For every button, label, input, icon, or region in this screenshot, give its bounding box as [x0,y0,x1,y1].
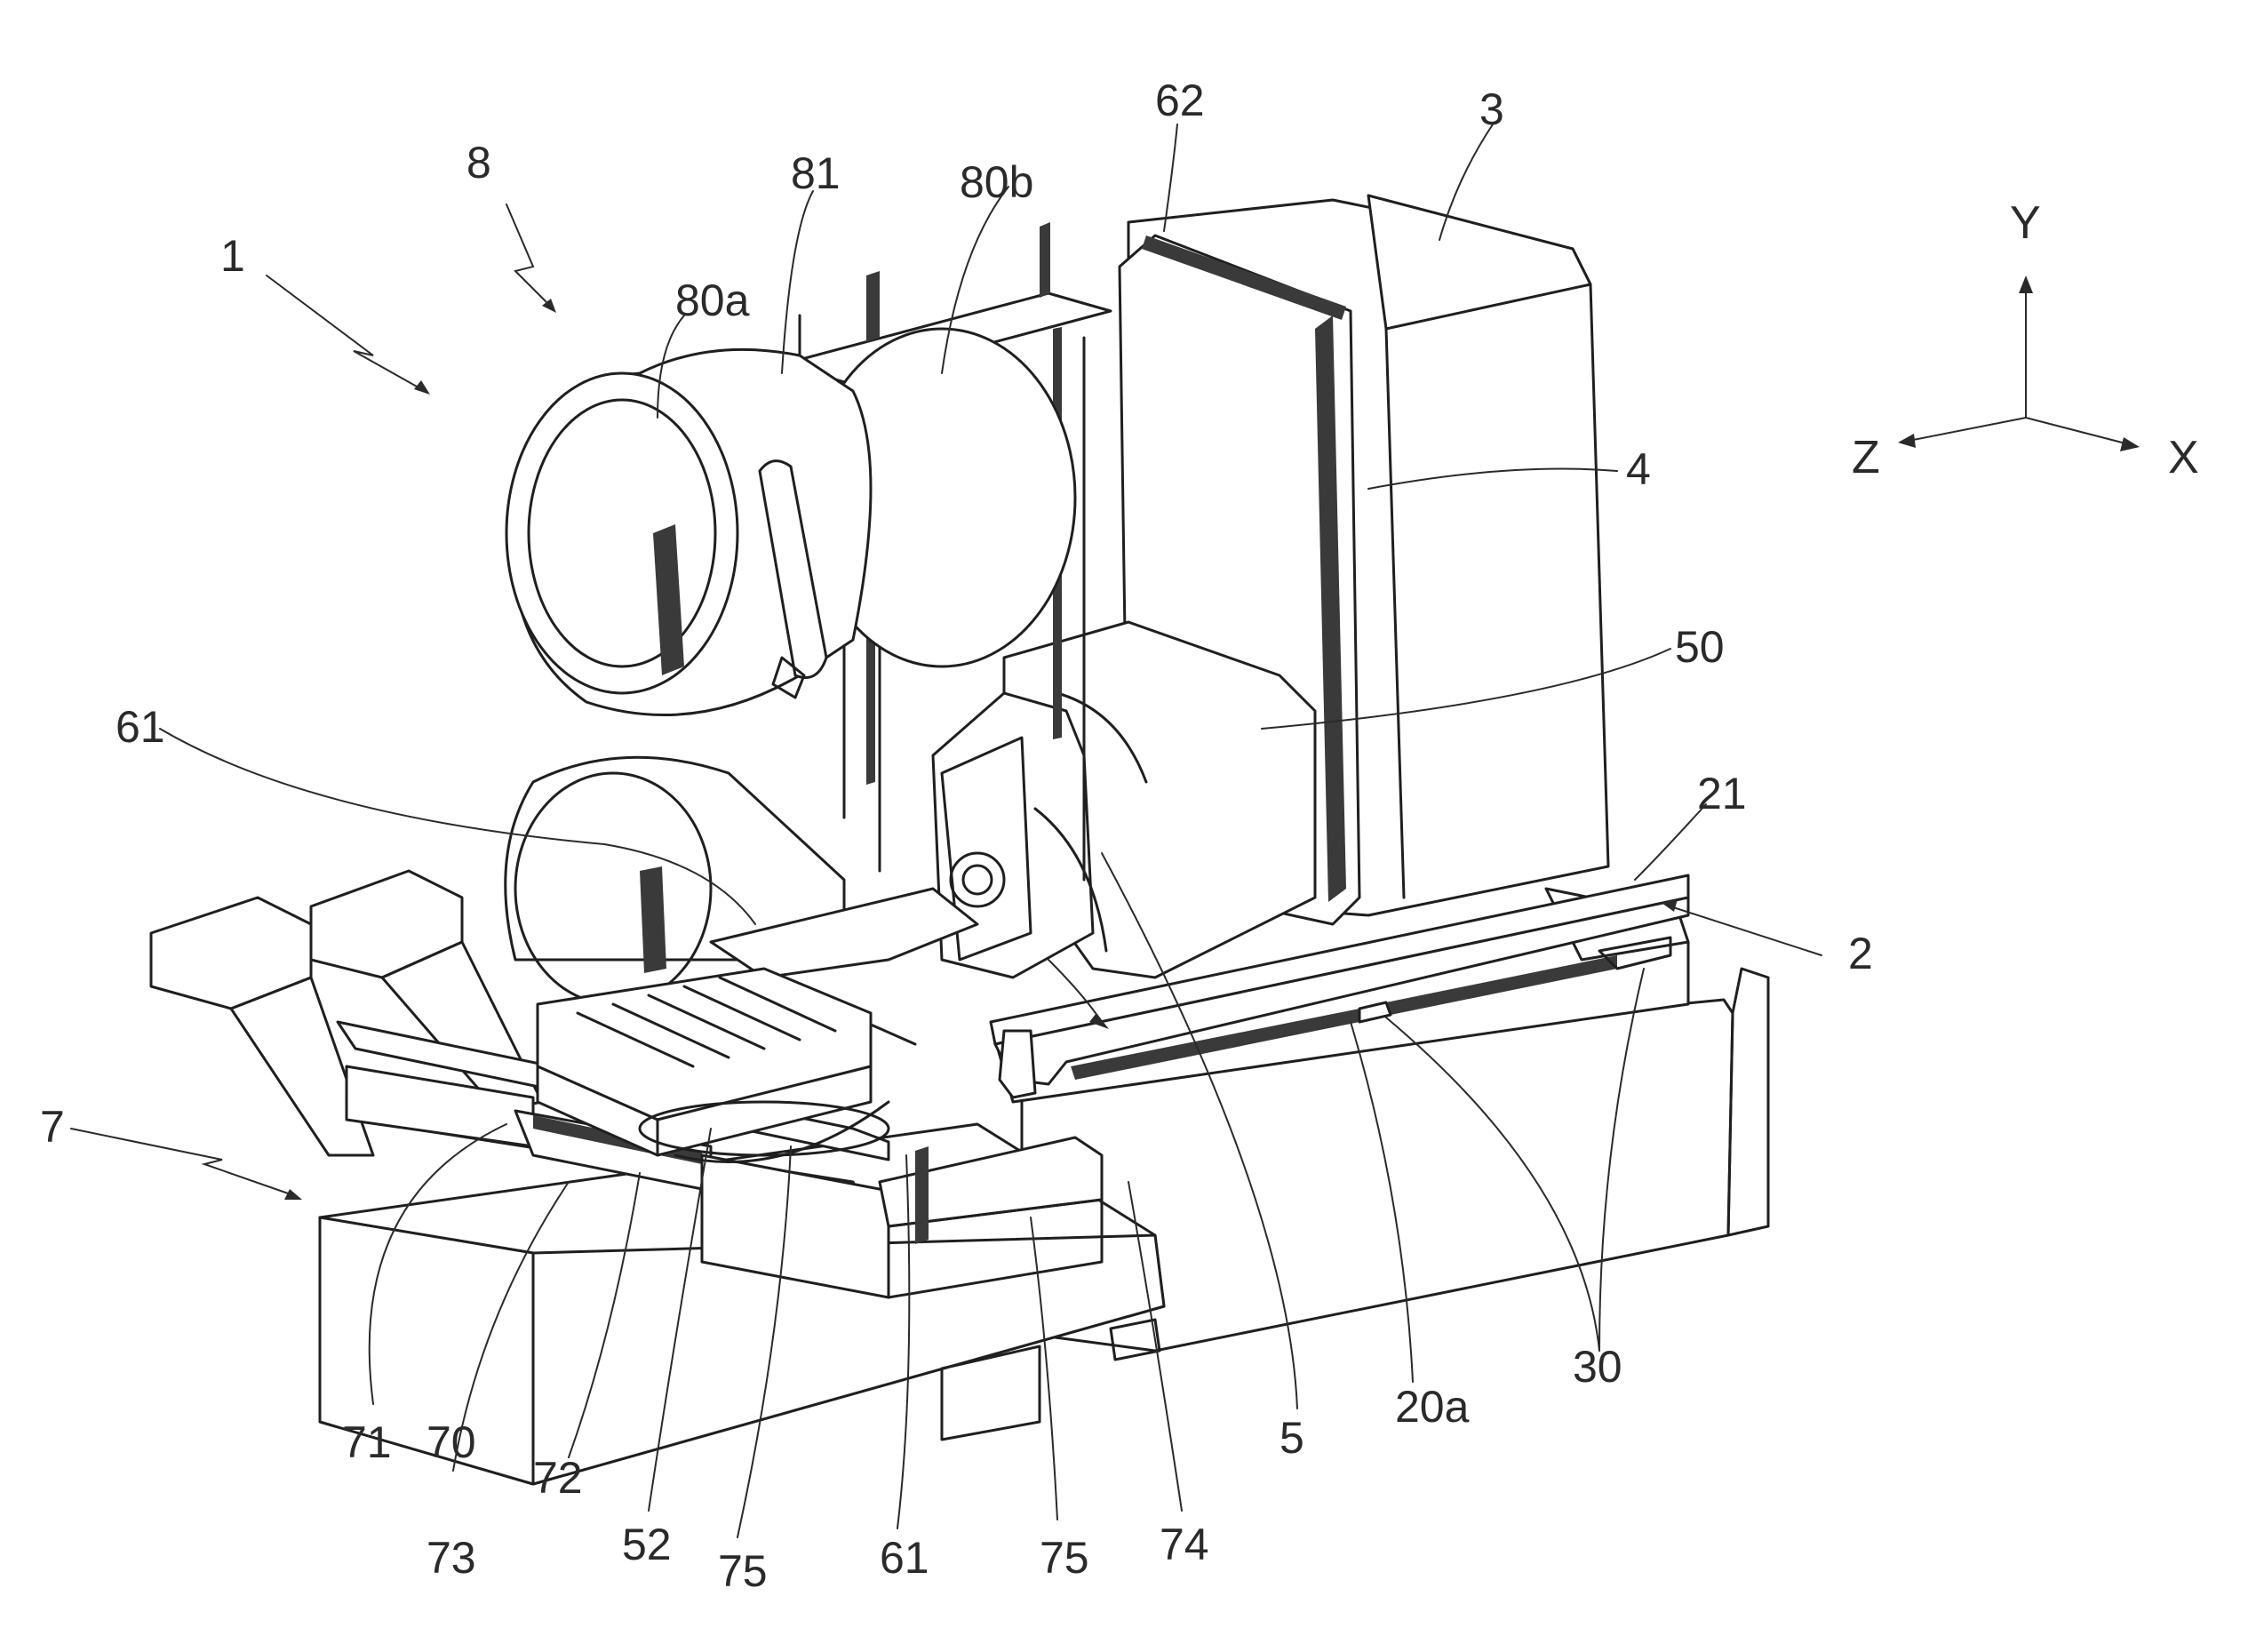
ref-71: 71 [342,1417,392,1467]
ref-2: 2 [1848,929,1873,978]
ref-1: 1 [220,231,245,281]
ref-62: 62 [1155,76,1205,125]
ref-4: 4 [1626,444,1651,494]
ref-61-top: 61 [116,702,165,752]
ref-21: 21 [1697,769,1747,818]
axis-z-label: Z [1852,432,1880,483]
ref-75-right: 75 [1040,1533,1089,1583]
ref-5: 5 [1279,1413,1304,1463]
ref-7: 7 [40,1102,65,1152]
ref-74: 74 [1160,1520,1209,1569]
ref-73: 73 [426,1533,476,1583]
ref-70: 70 [426,1417,476,1467]
axis-indicator: Y Z X [1852,197,2199,483]
spindle-head [933,622,1315,978]
ref-50: 50 [1675,622,1725,672]
ref-80b: 80b [960,157,1033,207]
ref-80a: 80a [675,275,750,325]
ref-30: 30 [1573,1342,1622,1392]
ref-3: 3 [1479,84,1504,134]
ref-20a: 20a [1395,1382,1470,1432]
ref-75-left: 75 [718,1546,768,1596]
axis-x-label: X [2168,432,2199,483]
ref-8: 8 [466,138,491,188]
ref-72: 72 [533,1453,583,1503]
axis-y-label: Y [2010,197,2041,249]
ref-61-bottom: 61 [880,1533,929,1583]
ref-52: 52 [622,1520,672,1569]
ref-81: 81 [791,148,841,198]
